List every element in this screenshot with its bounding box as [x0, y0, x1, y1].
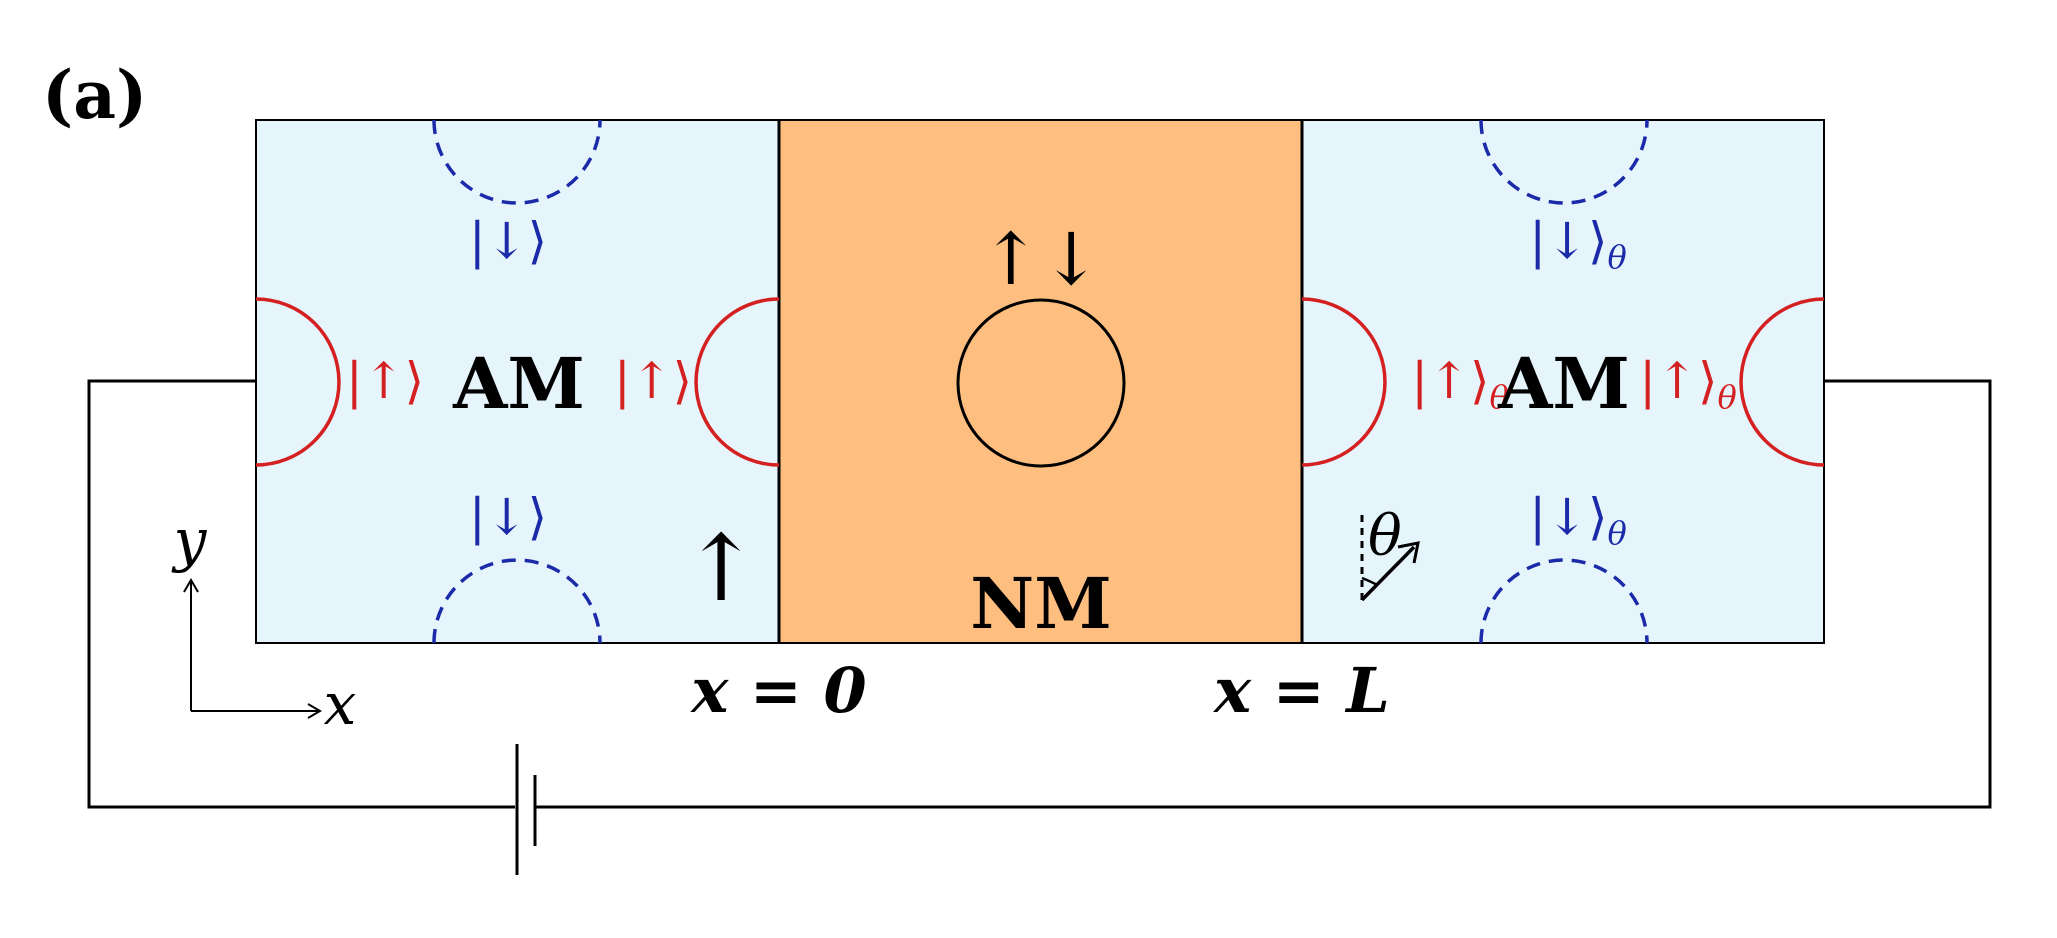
left-am-label: AM — [452, 342, 585, 425]
battery-icon — [515, 744, 537, 875]
angle-arc — [1361, 576, 1378, 587]
right-am-region — [1301, 119, 1825, 644]
boundary-x0-label: x = 0 — [689, 654, 866, 727]
right-wire — [535, 379, 1992, 809]
angle-indicator: θ — [1360, 504, 1420, 602]
circuit — [87, 379, 1992, 809]
nm-label: NM — [970, 562, 1111, 645]
right-spin-down-bottom-label: |↓⟩θ — [1529, 488, 1627, 552]
nm-fermi-circle — [956, 298, 1126, 468]
left-spin-up-right-label: |↑⟩ — [614, 352, 692, 410]
nm-spin-pair-label: ↑↓ — [981, 217, 1102, 301]
panel-label: (a) — [42, 56, 147, 134]
left-spin-down-top-label: |↓⟩ — [469, 212, 547, 270]
x-axis-label: x — [324, 670, 357, 738]
right-spin-up-right-label: |↑⟩θ — [1639, 352, 1737, 416]
left-spin-down-bottom-label: |↓⟩ — [469, 488, 547, 546]
angle-symbol: θ — [1368, 504, 1402, 569]
left-spin-up-right-pocket — [694, 297, 780, 467]
right-fermi-surfaces — [1301, 119, 1825, 644]
left-wire — [87, 379, 515, 809]
nm-region — [778, 119, 1303, 644]
right-spin-up-right-pocket — [1739, 297, 1825, 467]
right-am-label: AM — [1497, 342, 1630, 425]
right-spin-up-left-label: |↑⟩θ — [1411, 352, 1509, 416]
y-arrow-head-icon — [183, 578, 199, 593]
left-spin-up-left-pocket — [255, 297, 341, 467]
x-arrow-head-icon — [307, 703, 322, 719]
left-up-arrow: ↑ — [682, 515, 759, 622]
coordinate-axes — [183, 578, 322, 719]
left-am-region — [255, 119, 780, 644]
y-axis-label: y — [171, 506, 208, 574]
left-fermi-surfaces — [255, 119, 780, 644]
right-spin-down-top-label: |↓⟩θ — [1529, 212, 1627, 276]
angle-arrow-head-icon — [1397, 541, 1420, 564]
boundary-xL-label: x = L — [1212, 654, 1390, 727]
angle-rotated-arrow — [1360, 545, 1416, 602]
left-spin-up-left-label: |↑⟩ — [346, 352, 424, 410]
right-spin-up-left-pocket — [1301, 297, 1387, 467]
